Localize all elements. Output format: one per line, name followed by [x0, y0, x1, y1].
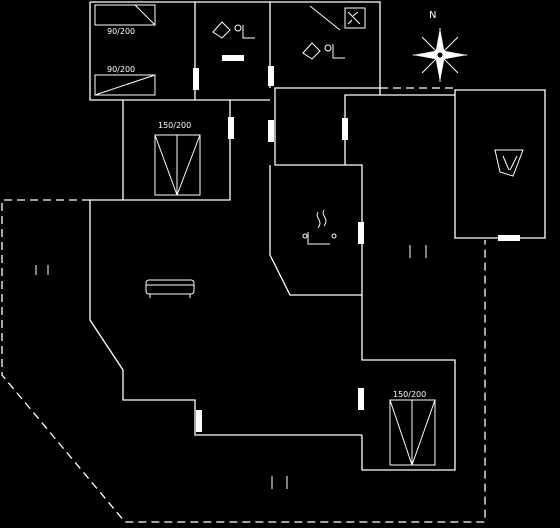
- outer-wall: [89, 1, 546, 471]
- door-annex-out: [498, 235, 520, 241]
- bunk-bed-2: 90/200: [94, 65, 156, 96]
- door-kitchen: [358, 222, 364, 244]
- bunk-bed-1-label: 90/200: [107, 27, 135, 36]
- bunk-bed-1: 90/200: [94, 4, 156, 36]
- terrace-marker-south: [271, 476, 288, 489]
- bunk-bed-2-label: 90/200: [107, 65, 135, 74]
- door-living-south: [196, 410, 202, 432]
- bath-wall-diagonal: [309, 5, 341, 31]
- compass-north-label: N: [429, 10, 436, 21]
- double-bed-left: 150/200: [154, 121, 201, 196]
- terrace-marker-west: [35, 265, 49, 275]
- door-annex: [342, 118, 348, 140]
- terrace-left-outline: [1, 199, 486, 523]
- compass-rose: N: [413, 10, 467, 82]
- wood-stove-icon: [302, 209, 337, 245]
- door-bedroom-1: [228, 117, 234, 139]
- door-hall-top: [268, 66, 274, 86]
- annex-fixture-icon: [494, 149, 524, 177]
- double-bed-right: 150/200: [389, 390, 436, 466]
- terrace-marker-east: [409, 245, 427, 258]
- door-bath-1: [222, 55, 244, 61]
- door-top-bunk: [193, 68, 199, 90]
- door-bedroom-2: [358, 388, 364, 410]
- toilet-sink-icon-1: [212, 21, 255, 39]
- shower-icon: [344, 7, 366, 29]
- toilet-sink-icon-2: [302, 42, 345, 60]
- sofa-icon: [145, 279, 195, 298]
- double-bed-right-label: 150/200: [393, 390, 426, 399]
- double-bed-left-label: 150/200: [158, 121, 191, 130]
- door-hall: [268, 120, 274, 142]
